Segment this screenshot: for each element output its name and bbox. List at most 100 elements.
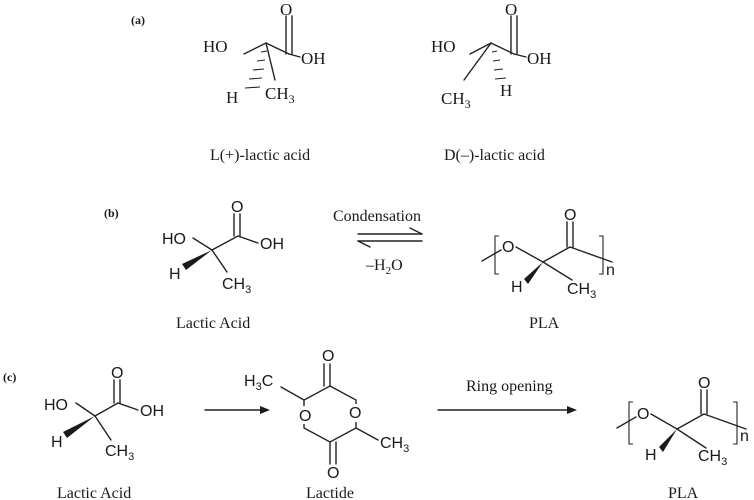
left-bracket: [628, 401, 633, 445]
panel-b-label: (b): [104, 206, 119, 220]
wedge-bond-h: [659, 429, 677, 452]
bond-c-co: [542, 246, 571, 263]
bond-ho-c: [469, 42, 492, 55]
ring-opening-arrow: Ring opening: [437, 378, 577, 414]
atom-o-ring-left: O: [299, 408, 311, 425]
water-loss-sub: 2: [386, 265, 392, 277]
atom-h: H: [51, 434, 63, 451]
hashed-bond-h: [244, 50, 268, 89]
lactide-caption: Lactide: [306, 485, 354, 500]
panel-a-label: (a): [131, 13, 145, 27]
atom-ho: HO: [44, 397, 68, 414]
water-loss-post: O: [391, 257, 403, 274]
panel-a: (a) O HO OH H CH3 L(+)-lactic acid: [131, 0, 552, 164]
bond-c-ch3: [265, 42, 276, 81]
pla-caption-b: PLA: [529, 315, 560, 332]
water-loss-pre: –H: [365, 257, 386, 274]
atom-o: O: [231, 199, 243, 216]
left-bracket: [494, 235, 499, 275]
ch3-subscript: 3: [403, 443, 409, 455]
ch-text: CH: [380, 435, 403, 452]
atom-o: O: [111, 365, 123, 382]
atom-h: H: [169, 266, 181, 283]
lactic-acid-caption-c: Lactic Acid: [57, 485, 131, 500]
atom-ho: HO: [203, 37, 228, 56]
bond-chain-out: [703, 413, 747, 430]
forward-arrow-head: [409, 227, 423, 235]
atom-ch3: CH3: [380, 435, 409, 455]
d-lactic-acid-structure: O HO OH H CH3: [431, 0, 552, 111]
ch-text: CH: [441, 89, 465, 108]
atom-o-carbonyl: O: [564, 207, 576, 224]
atom-oh: OH: [527, 49, 552, 68]
bond-o-c: [650, 413, 678, 430]
bond-c-ch3: [676, 428, 707, 449]
bond-c-oh: [513, 53, 527, 58]
atom-h: H: [226, 88, 238, 107]
bond-c-oh: [237, 235, 259, 244]
h3c-c: C: [262, 373, 274, 390]
bond-bottom-methyl: [355, 427, 379, 441]
atom-oh: OH: [301, 49, 326, 68]
atom-ch3: CH3: [567, 281, 596, 301]
bond-chain-o: [481, 249, 502, 262]
atom-oh: OH: [140, 403, 164, 420]
ring-o-mask-left: [297, 406, 313, 424]
right-bracket: [599, 235, 604, 275]
atom-ch3: CH3: [265, 84, 295, 106]
ch-text: CH: [222, 276, 245, 293]
atom-h: H: [500, 81, 512, 100]
bond-c-oh: [288, 53, 301, 58]
arrow-head: [567, 406, 577, 414]
bond-chain-out: [569, 246, 613, 263]
atom-o: O: [505, 0, 517, 19]
panel-c-label: (c): [3, 370, 16, 384]
bond-ho-c: [75, 402, 96, 417]
atom-ch3: CH3: [222, 276, 251, 296]
atom-ch3: CH3: [441, 89, 471, 111]
atom-o-top: O: [322, 348, 334, 365]
water-loss-label: –H2O: [365, 257, 403, 277]
bond-c-cooh: [490, 42, 515, 55]
pla-structure-c: O O H CH3 n: [616, 375, 749, 468]
ch-text: CH: [567, 281, 590, 298]
hashed-bond-h: [491, 50, 507, 80]
bond-top-methyl: [280, 386, 305, 401]
atom-ho: HO: [431, 37, 456, 56]
panel-b: (b) O HO OH H CH3 Lactic Acid Condensati…: [104, 199, 615, 332]
atom-o-ester: O: [637, 406, 649, 423]
d-lactic-acid-caption: D(–)-lactic acid: [444, 147, 545, 164]
atom-o: O: [280, 0, 292, 19]
arrow-to-lactide: [204, 406, 270, 414]
equilibrium-arrows: Condensation –H2O: [333, 208, 423, 277]
bond-c-ch3: [94, 415, 112, 441]
reverse-arrow-head: [357, 240, 371, 248]
l-lactic-acid-caption: L(+)-lactic acid: [210, 147, 310, 164]
condensation-label: Condensation: [333, 208, 421, 225]
ring-opening-label: Ring opening: [466, 378, 553, 395]
ring-o-mask-right: [347, 404, 363, 422]
atom-ch3: CH3: [105, 443, 134, 463]
panel-c: (c) O HO OH H CH3 Lactic Acid: [3, 348, 749, 500]
ch-text: CH: [105, 443, 128, 460]
bond-c-cooh: [94, 402, 119, 417]
atom-ch3: CH3: [698, 448, 727, 468]
ch3-subscript: 3: [465, 97, 471, 111]
atom-oh: OH: [260, 236, 284, 253]
bond-ho-c: [192, 237, 213, 251]
atom-h3c: H3C: [244, 373, 273, 393]
h3c-h: H: [244, 373, 256, 390]
bond-c-ch3: [542, 261, 573, 281]
h3c-sub: 3: [256, 381, 262, 393]
bond-chain-o: [616, 416, 637, 429]
ch3-subscript: 3: [245, 284, 251, 296]
repeat-n: n: [606, 262, 615, 279]
bond-c-co: [676, 413, 705, 430]
l-lactic-acid-structure: O HO OH H CH3: [203, 0, 326, 107]
lactic-acid-structure-c: O HO OH H CH3: [44, 365, 164, 463]
atom-o-bottom: O: [327, 465, 339, 482]
atom-o-carbonyl: O: [698, 375, 710, 392]
atom-o-ester: O: [502, 239, 514, 256]
wedge-bond-h: [63, 416, 95, 438]
right-bracket: [733, 401, 738, 445]
